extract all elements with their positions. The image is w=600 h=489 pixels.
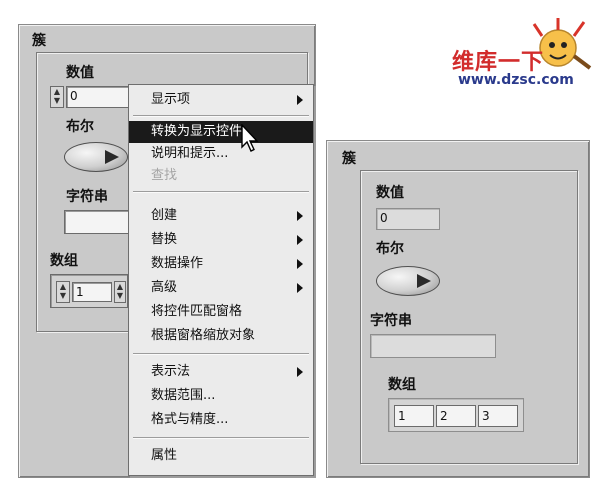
- mouse-pointer-icon: [241, 124, 259, 152]
- left-array-scroll[interactable]: ▲▼: [114, 281, 126, 303]
- watermark-mascot-icon: [532, 18, 592, 70]
- menu-item-description-and-tip[interactable]: 说明和提示...: [129, 143, 313, 165]
- menu-item-label: 说明和提示...: [151, 146, 229, 161]
- menu-item-label: 高级: [151, 280, 178, 295]
- submenu-arrow-icon: [297, 259, 303, 269]
- menu-separator: [133, 191, 309, 193]
- left-numeric-input[interactable]: 0: [66, 86, 130, 108]
- menu-item-label: 格式与精度...: [151, 412, 229, 427]
- menu-item-properties[interactable]: 属性: [129, 445, 313, 467]
- left-string-label: 字符串: [66, 189, 108, 205]
- left-boolean-label: 布尔: [66, 119, 94, 135]
- right-array-element: 1: [394, 405, 434, 427]
- menu-item-data-range[interactable]: 数据范围...: [129, 385, 313, 407]
- menu-item-fit-control-to-pane[interactable]: 将控件匹配窗格: [129, 301, 313, 323]
- submenu-arrow-icon: [297, 211, 303, 221]
- right-array-element: 2: [436, 405, 476, 427]
- right-numeric-indicator: 0: [376, 208, 440, 230]
- menu-separator: [133, 115, 309, 117]
- submenu-arrow-icon: [297, 283, 303, 293]
- right-string-label: 字符串: [370, 313, 412, 329]
- right-boolean-label: 布尔: [376, 241, 404, 257]
- menu-item-data-operations[interactable]: 数据操作: [129, 253, 313, 275]
- context-menu: 显示项 转换为显示控件 说明和提示... 查找 创建 替换 数据操作 高级 将控…: [128, 84, 314, 476]
- left-array-index-spinner[interactable]: ▲▼: [56, 281, 70, 303]
- left-string-input[interactable]: [64, 210, 130, 234]
- menu-item-label: 属性: [151, 448, 178, 463]
- right-numeric-label: 数值: [376, 185, 404, 201]
- submenu-arrow-icon: [297, 367, 303, 377]
- watermark-url-text: www.dzsc.com: [458, 72, 574, 88]
- menu-item-replace[interactable]: 替换: [129, 229, 313, 251]
- menu-separator: [133, 353, 309, 355]
- menu-item-label: 转换为显示控件: [151, 124, 243, 139]
- left-array-element[interactable]: 1: [72, 282, 112, 302]
- menu-item-show-items[interactable]: 显示项: [129, 89, 313, 111]
- menu-item-label: 查找: [151, 168, 178, 183]
- right-boolean-led: [376, 266, 440, 296]
- right-cluster-title: 簇: [342, 151, 356, 167]
- menu-separator: [133, 437, 309, 439]
- menu-item-find: 查找: [129, 165, 313, 187]
- toggle-arrow-icon: [105, 150, 119, 164]
- right-array-element: 3: [478, 405, 518, 427]
- menu-item-label: 数据操作: [151, 256, 204, 271]
- menu-item-label: 根据窗格缩放对象: [151, 328, 256, 343]
- right-array-label: 数组: [388, 377, 416, 393]
- menu-item-advanced[interactable]: 高级: [129, 277, 313, 299]
- menu-item-representation[interactable]: 表示法: [129, 361, 313, 383]
- right-cluster-inner-frame: [360, 170, 578, 464]
- left-numeric-label: 数值: [66, 65, 94, 81]
- menu-item-label: 显示项: [151, 92, 191, 107]
- menu-item-label: 替换: [151, 232, 178, 247]
- toggle-arrow-icon: [417, 274, 431, 288]
- menu-item-label: 将控件匹配窗格: [151, 304, 243, 319]
- left-cluster-title: 簇: [32, 33, 46, 49]
- submenu-arrow-icon: [297, 235, 303, 245]
- menu-item-format-and-precision[interactable]: 格式与精度...: [129, 409, 313, 431]
- menu-item-label: 创建: [151, 208, 178, 223]
- left-array-label: 数组: [50, 253, 78, 269]
- menu-item-change-to-indicator[interactable]: 转换为显示控件: [129, 121, 313, 143]
- watermark-brand-text: 维库一下: [452, 50, 545, 75]
- menu-item-scale-object-with-pane[interactable]: 根据窗格缩放对象: [129, 325, 313, 347]
- right-string-indicator: [370, 334, 496, 358]
- menu-item-label: 数据范围...: [151, 388, 216, 403]
- menu-item-create[interactable]: 创建: [129, 205, 313, 227]
- menu-item-label: 表示法: [151, 364, 191, 379]
- left-numeric-spinner[interactable]: ▲▼: [50, 86, 64, 108]
- submenu-arrow-icon: [297, 95, 303, 105]
- left-boolean-toggle[interactable]: [64, 142, 128, 172]
